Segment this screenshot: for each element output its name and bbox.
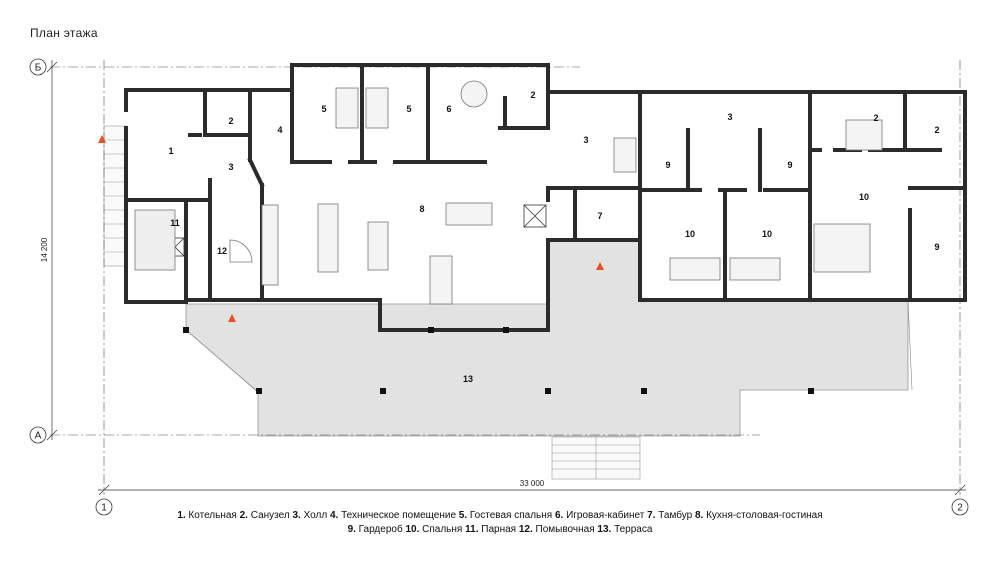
legend-item-name: Котельная xyxy=(185,510,237,521)
room-label-8: 8 xyxy=(419,204,424,214)
room-label-2c: 2 xyxy=(873,113,878,123)
room-label-5b: 5 xyxy=(406,104,411,114)
legend-item: 13. Терраса xyxy=(597,524,652,535)
dimension-width: 33 000 xyxy=(520,479,545,488)
legend-item-name: Игровая-кабинет xyxy=(563,510,645,521)
room-label-9a: 9 xyxy=(665,160,670,170)
axis-bubble-c1: 1 xyxy=(95,498,113,516)
legend-item-name: Кухня-столовая-гостиная xyxy=(703,510,823,521)
room-label-2b: 2 xyxy=(530,90,535,100)
legend-item: 11. Парная xyxy=(465,524,516,535)
legend-item-name: Терраса xyxy=(611,524,653,535)
room-label-10c: 10 xyxy=(859,192,869,202)
legend-item: 10. Спальня xyxy=(405,524,462,535)
legend-item: 1. Котельная xyxy=(177,510,237,521)
legend-item: 4. Техническое помещение xyxy=(330,510,456,521)
room-label-6: 6 xyxy=(446,104,451,114)
legend-item-number: 9. xyxy=(347,524,356,535)
room-label-2a: 2 xyxy=(228,116,233,126)
legend: 1. Котельная 2. Санузел 3. Холл 4. Техни… xyxy=(0,509,1000,537)
room-label-3a: 3 xyxy=(228,162,233,172)
legend-item: 2. Санузел xyxy=(240,510,290,521)
side-stairs xyxy=(103,125,127,267)
legend-line-2: 9. Гардероб 10. Спальня 11. Парная 12. П… xyxy=(0,523,1000,537)
room-label-9c: 9 xyxy=(934,242,939,252)
legend-item-number: 8. xyxy=(694,510,704,521)
svg-text:А: А xyxy=(35,431,42,442)
page-title: План этажа xyxy=(30,26,98,40)
columns xyxy=(183,327,814,394)
walls xyxy=(124,63,967,332)
dimension-height: 14 200 xyxy=(40,237,49,262)
legend-item-number: 11. xyxy=(465,524,479,535)
legend-item: 5. Гостевая спальня xyxy=(459,510,552,521)
legend-item-name: Техническое помещение xyxy=(338,510,457,521)
svg-text:Б: Б xyxy=(35,63,42,74)
legend-item: 12. Помывочная xyxy=(519,524,595,535)
room-label-7: 7 xyxy=(597,211,602,221)
legend-item-name: Холл xyxy=(300,510,328,521)
legend-item: 8. Кухня-столовая-гостиная xyxy=(695,510,823,521)
legend-item-name: Помывочная xyxy=(532,524,595,535)
svg-text:2: 2 xyxy=(957,503,963,514)
room-label-2d: 2 xyxy=(934,125,939,135)
legend-item: 7. Тамбур xyxy=(647,510,692,521)
svg-text:1: 1 xyxy=(101,503,107,514)
legend-item-number: 2. xyxy=(239,510,248,521)
legend-item-number: 13. xyxy=(597,524,612,535)
legend-item-name: Тамбур xyxy=(655,510,693,521)
room-label-11: 11 xyxy=(170,218,180,228)
room-label-5a: 5 xyxy=(321,104,326,114)
room-label-4: 4 xyxy=(277,125,282,135)
legend-item-number: 1. xyxy=(177,510,186,521)
dimension-lines xyxy=(46,60,966,496)
legend-item: 6. Игровая-кабинет xyxy=(555,510,644,521)
room-label-12: 12 xyxy=(217,246,227,256)
legend-item-name: Спальня xyxy=(419,524,463,535)
room-label-13: 13 xyxy=(463,374,473,384)
legend-item-number: 3. xyxy=(292,510,301,521)
room-label-9b: 9 xyxy=(787,160,792,170)
legend-item-number: 5. xyxy=(458,510,468,521)
entry-stairs xyxy=(551,436,641,480)
legend-item-name: Парная xyxy=(478,524,517,535)
legend-item-number: 4. xyxy=(329,510,339,521)
entry-markers xyxy=(98,135,604,322)
legend-item-name: Гостевая спальня xyxy=(467,510,553,521)
legend-item-name: Санузел xyxy=(247,510,290,521)
room-label-1: 1 xyxy=(168,146,173,156)
axis-bubble-a: А xyxy=(29,426,47,444)
room-label-3c: 3 xyxy=(727,112,732,122)
legend-item-number: 10. xyxy=(405,524,420,535)
room-label-10b: 10 xyxy=(762,229,772,239)
legend-item-number: 12. xyxy=(518,524,533,535)
legend-item: 3. Холл xyxy=(292,510,327,521)
room-label-10a: 10 xyxy=(685,229,695,239)
legend-item: 9. Гардероб xyxy=(348,524,403,535)
legend-item-number: 6. xyxy=(554,510,564,521)
legend-item-name: Гардероб xyxy=(355,524,403,535)
furniture xyxy=(134,80,883,305)
axis-bubble-b: Б xyxy=(29,58,47,76)
legend-item-number: 7. xyxy=(647,510,656,521)
legend-line-1: 1. Котельная 2. Санузел 3. Холл 4. Техни… xyxy=(0,509,1000,523)
axis-bubble-c2: 2 xyxy=(951,498,969,516)
room-label-3b: 3 xyxy=(583,135,588,145)
